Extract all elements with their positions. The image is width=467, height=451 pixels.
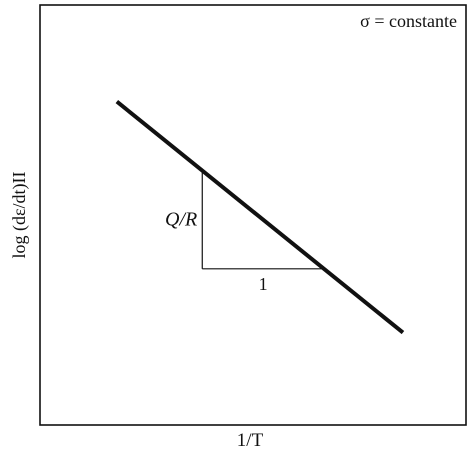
plot-frame — [39, 4, 467, 426]
series-line — [115, 100, 405, 335]
annotation-sigma-constant: σ = constante — [360, 11, 457, 31]
x-axis-label: 1/T — [237, 430, 264, 451]
y-axis-label: log (dε/dt)II — [9, 171, 30, 258]
slope-triangle-vertical-label: Q/R — [165, 209, 197, 231]
slope-triangle-horizontal-label: 1 — [259, 274, 268, 294]
